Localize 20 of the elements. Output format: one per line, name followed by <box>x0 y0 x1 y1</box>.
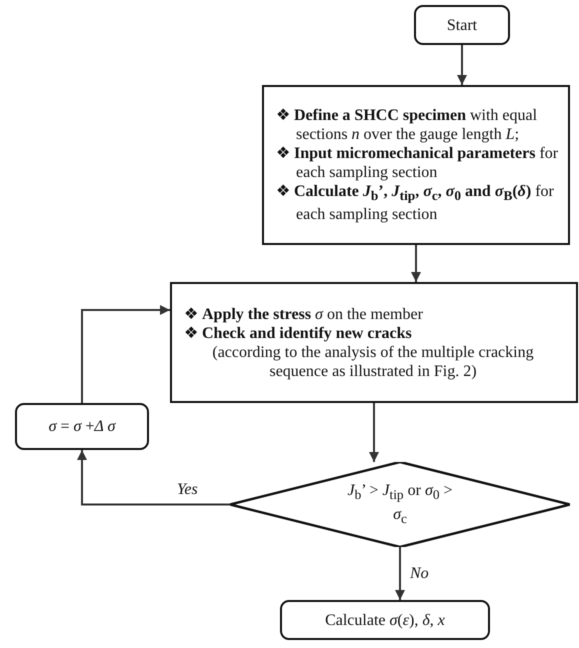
arrow <box>411 245 421 282</box>
process-box <box>15 403 149 450</box>
arrow <box>369 403 379 462</box>
bullet-text: ❖ Calculate J$_{b}$’, J$_{tip}$, σ$_{c}$, σ$_{0}$ and σ$_{B}$(δ) for each sampling section <box>276 182 555 224</box>
start-terminal <box>414 5 510 45</box>
process-box <box>262 85 570 245</box>
arrow <box>81 305 170 403</box>
bullet-text: ❖ Apply the stress σ on the member <box>184 304 424 324</box>
arrow <box>395 547 405 600</box>
bullet-text: ❖ Check and identify new cracks <box>184 324 413 342</box>
node-text: σ = σ +Δ σ <box>48 417 116 436</box>
node-text: Start <box>446 16 478 34</box>
process-box <box>170 282 578 403</box>
bullet-text: (according to the analysis of the multiple cracking sequence as illustrated in Fig. 2) <box>211 342 535 380</box>
bullet-text: ❖ Define a SHCC specimen with equal sections n over the gauge length L; <box>276 106 538 144</box>
arrow <box>457 45 467 85</box>
node-text: Calculate σ(ε), δ, x <box>325 610 445 630</box>
node-text: J$_{b}$’ > J$_{tip}$ or σ$_{0}$ > σ$_{c}$ <box>346 481 454 528</box>
arrow <box>77 450 230 506</box>
terminal-box <box>280 600 490 640</box>
